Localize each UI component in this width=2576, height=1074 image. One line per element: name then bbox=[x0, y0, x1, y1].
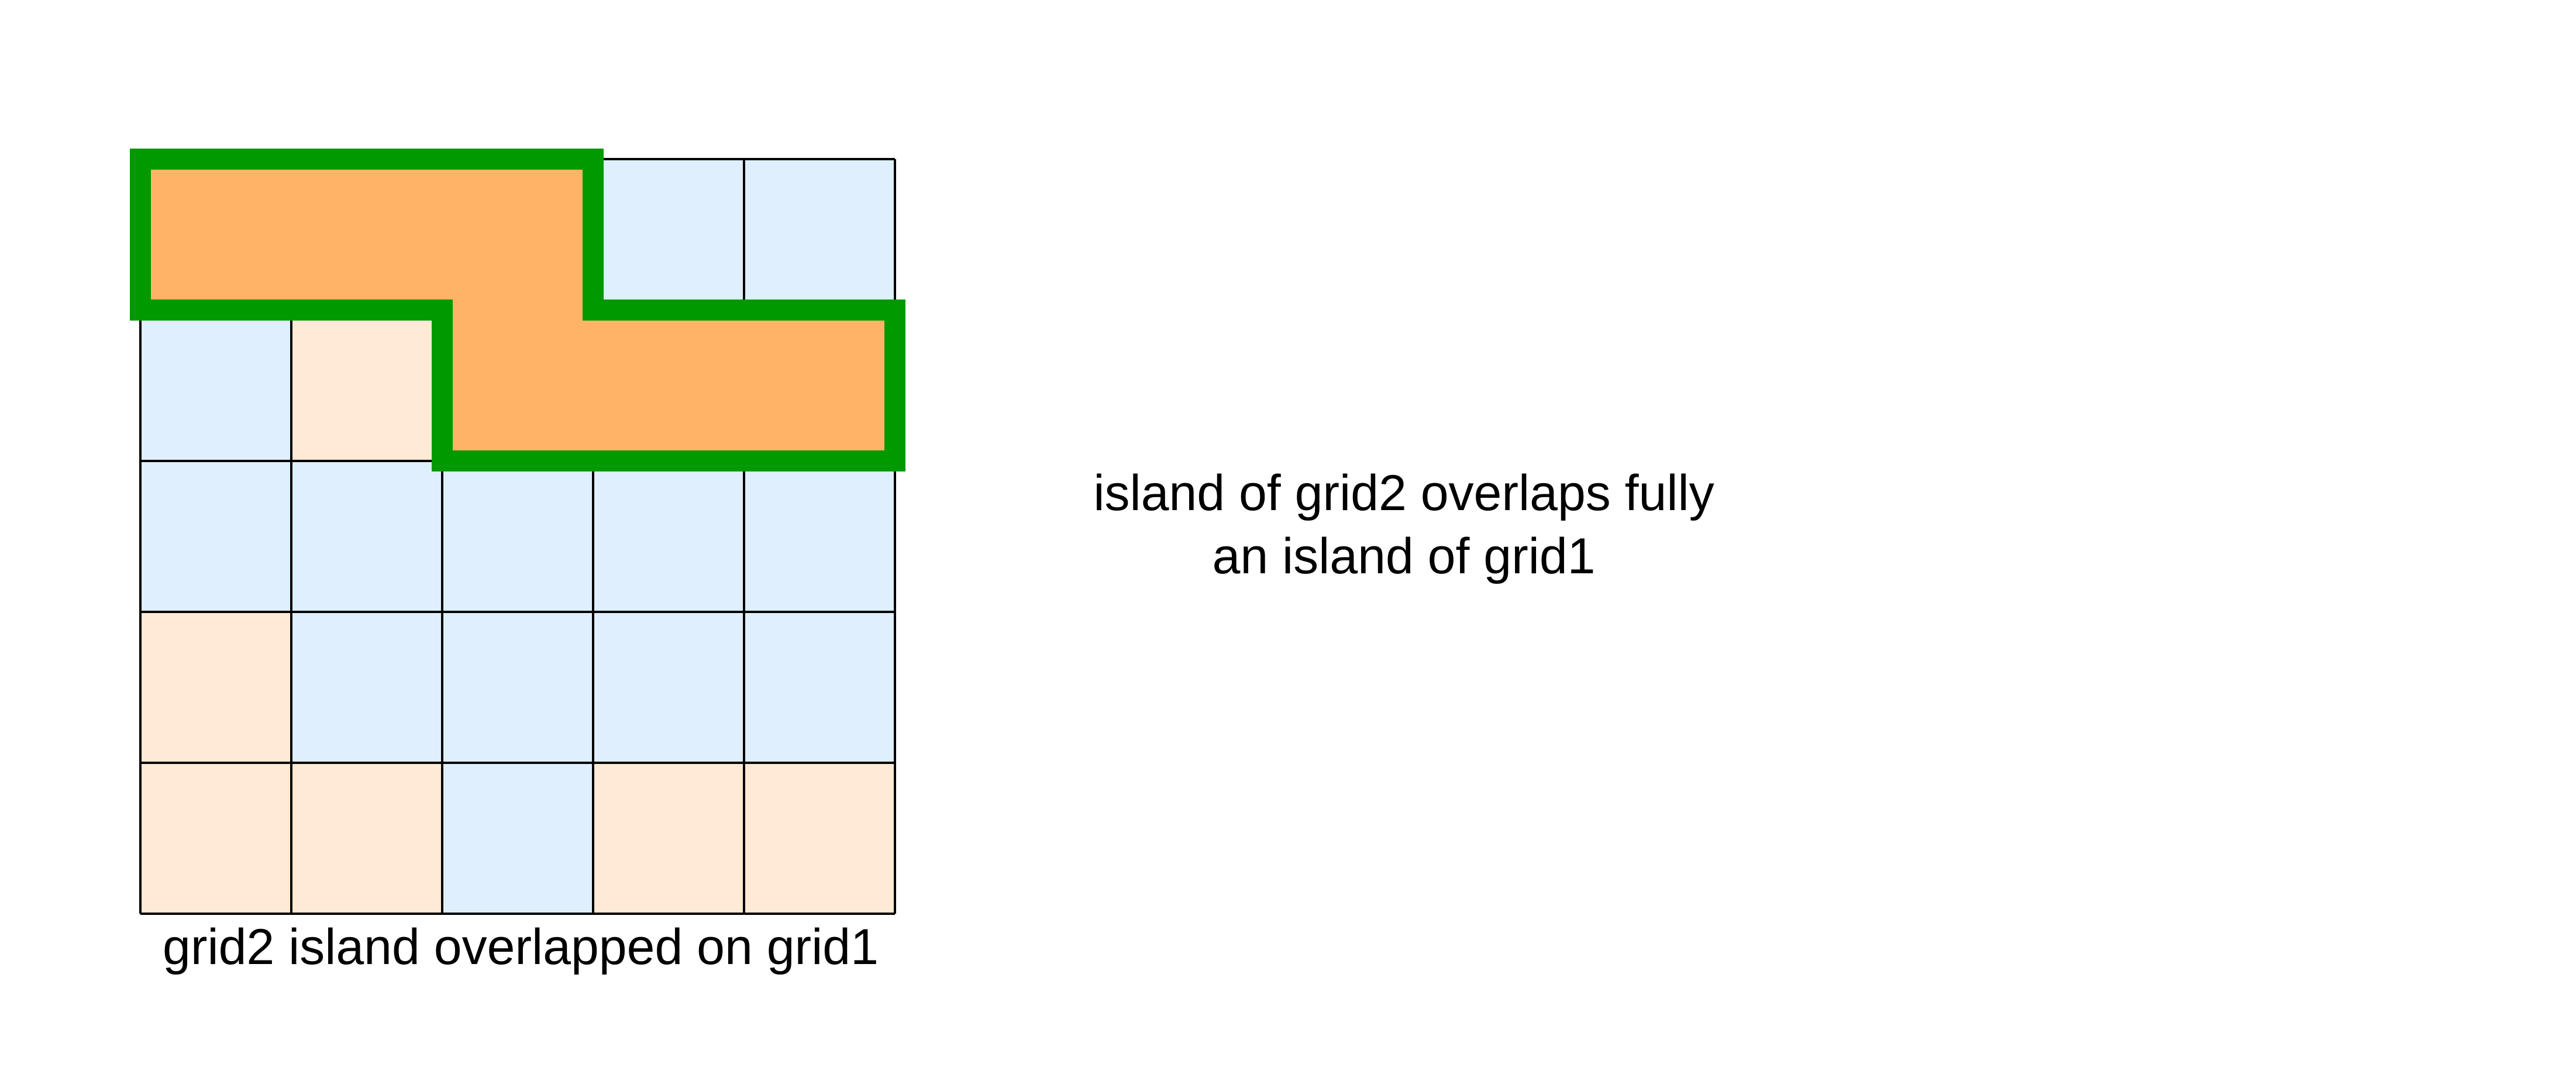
cell-r0-c3-water bbox=[593, 159, 744, 310]
cell-r3-c1-water bbox=[291, 612, 442, 763]
overlap-note-line-1: island of grid2 overlaps fully bbox=[1093, 465, 1714, 521]
cell-r2-c3-water bbox=[593, 461, 744, 612]
cell-r0-c1-island bbox=[291, 159, 442, 310]
cell-r0-c2-island bbox=[442, 159, 593, 310]
overlap-note: island of grid2 overlaps fully an island… bbox=[959, 462, 1848, 588]
cell-r0-c4-water bbox=[744, 159, 895, 310]
cell-r2-c1-water bbox=[291, 461, 442, 612]
cell-r1-c1-land bbox=[291, 310, 442, 461]
grid-cells bbox=[140, 159, 895, 914]
cell-r4-c2-water bbox=[442, 763, 593, 914]
cell-r1-c3-island bbox=[593, 310, 744, 461]
cell-r4-c0-land bbox=[140, 763, 291, 914]
cell-r3-c3-water bbox=[593, 612, 744, 763]
overlap-note-line-2: an island of grid1 bbox=[1212, 528, 1596, 584]
grid-caption: grid2 island overlapped on grid1 bbox=[163, 919, 879, 975]
cell-r1-c2-island bbox=[442, 310, 593, 461]
cell-r3-c4-water bbox=[744, 612, 895, 763]
cell-r4-c3-land bbox=[593, 763, 744, 914]
cell-r4-c1-land bbox=[291, 763, 442, 914]
cell-r1-c0-water bbox=[140, 310, 291, 461]
cell-r4-c4-land bbox=[744, 763, 895, 914]
cell-r3-c0-land bbox=[140, 612, 291, 763]
cell-r2-c0-water bbox=[140, 461, 291, 612]
cell-r1-c4-island bbox=[744, 310, 895, 461]
cell-r0-c0-island bbox=[140, 159, 291, 310]
cell-r2-c2-water bbox=[442, 461, 593, 612]
island-outline bbox=[130, 149, 905, 471]
cell-r3-c2-water bbox=[442, 612, 593, 763]
cell-r2-c4-water bbox=[744, 461, 895, 612]
